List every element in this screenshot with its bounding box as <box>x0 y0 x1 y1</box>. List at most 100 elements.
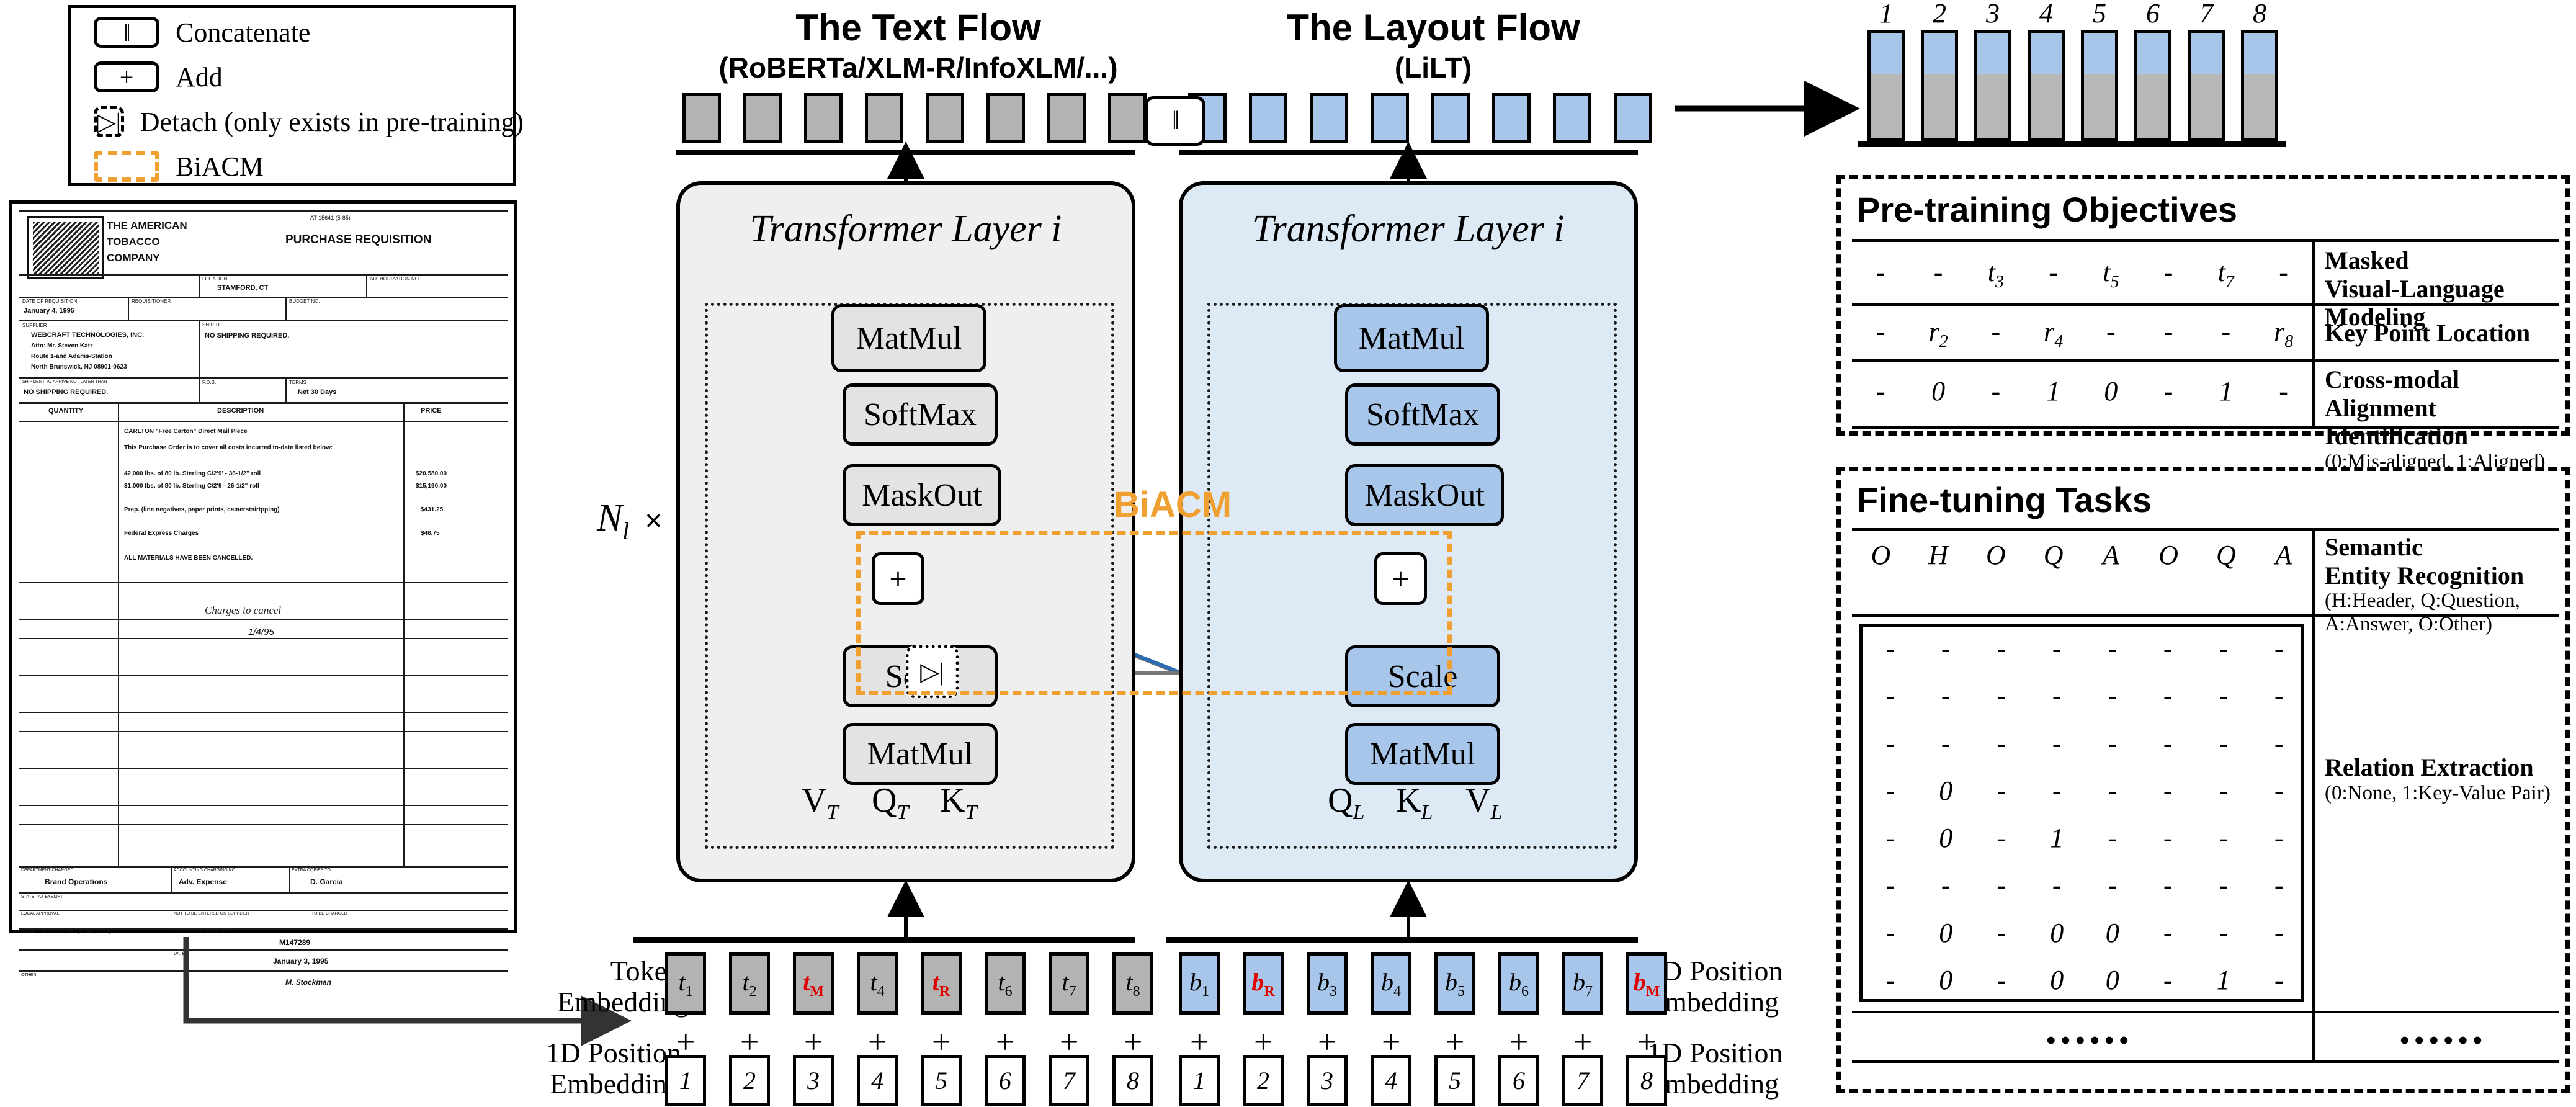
plus-symbol: + <box>1573 1023 1593 1060</box>
field-value-arrive: NO SHIPPING REQUIRED. <box>24 388 109 396</box>
text-output-token <box>682 93 721 143</box>
add-node-layout: + <box>1374 552 1427 605</box>
chart-bar-text-segment <box>2081 74 2118 141</box>
re-matrix-cell: - <box>1885 728 1895 759</box>
re-matrix-cell: 1 <box>2050 823 2064 854</box>
op-maskout-text: MaskOut <box>843 464 1001 526</box>
pretraining-cell-mvlm: - <box>2279 257 2288 287</box>
re-matrix-cell: - <box>1997 681 2006 712</box>
doc-code: AT 15641 (5-85) <box>310 215 351 221</box>
plus-symbol: + <box>932 1023 951 1060</box>
ser-cell: A <box>2102 540 2119 570</box>
field-value-terms: Net 30 Days <box>298 388 337 396</box>
pretraining-cell-kpl: r2 <box>1928 316 1948 351</box>
op-maskout-layout: MaskOut <box>1345 464 1504 526</box>
op-matmul-text-bottom: MatMul <box>843 723 998 785</box>
biacm-region <box>856 531 1452 695</box>
concatenate-icon: ‖ <box>1145 96 1205 146</box>
text-input-rule <box>633 937 1135 943</box>
re-matrix-cell: 0 <box>2050 964 2064 995</box>
re-matrix-cell: 0 <box>1939 964 1953 995</box>
layout-token-box: bM <box>1626 952 1667 1015</box>
plus-symbol: + <box>1446 1023 1465 1060</box>
company-name-line3: COMPANY <box>107 252 160 264</box>
re-matrix-cell: - <box>2108 823 2118 854</box>
layout-output-token <box>1249 93 1287 143</box>
text-output-token <box>743 93 782 143</box>
plus-symbol: + <box>1190 1023 1209 1060</box>
pretraining-cell-cmai: - <box>1991 376 2001 406</box>
re-matrix-cell: - <box>2163 634 2173 665</box>
footer-label-date2: DATE <box>174 952 186 956</box>
footer-label-other: OTHER <box>21 973 37 977</box>
text-token-box: t8 <box>1112 952 1153 1015</box>
re-matrix-cell: - <box>2219 681 2229 712</box>
footer-label-tobecharged: TO BE CHARGED <box>311 912 347 916</box>
legend-label-concatenate: Concatenate <box>176 17 311 48</box>
ellipsis-left: •••••• <box>2046 1023 2134 1057</box>
table-row-price: $431.25 <box>421 506 444 513</box>
field-label-shipto: SHIP TO <box>202 322 222 328</box>
transformer-layout-title: Transformer Layer i <box>1252 208 1565 250</box>
footer-label-copies: EXTRA COPIES TO: <box>292 868 332 872</box>
layout-position-box: 1 <box>1179 1055 1220 1106</box>
chart-bar-layout-segment <box>2081 30 2118 74</box>
re-matrix-cell: - <box>2274 681 2284 712</box>
pretraining-cell-kpl: - <box>2221 316 2231 347</box>
layout-output-token <box>1371 93 1409 143</box>
re-matrix-cell: - <box>1885 964 1895 995</box>
legend-label-add: Add <box>176 61 223 92</box>
legend-item-add: + Add <box>94 56 513 97</box>
re-matrix-cell: - <box>2052 775 2062 806</box>
chart-bar-text-segment <box>2134 74 2171 141</box>
field-label-date: DATE OF REQUISITION <box>22 298 78 304</box>
text-output-token <box>804 93 843 143</box>
layout-flow-subtitle: (LiLT) <box>1394 52 1472 84</box>
concatenate-icon: ‖ <box>94 17 159 48</box>
ser-cell: Q <box>2043 540 2064 570</box>
pretraining-cell-cmai: - <box>2163 376 2173 406</box>
field-label-auth: AUTHORIZATION NO. <box>370 276 421 282</box>
qkv-label-qt: QT <box>872 781 909 825</box>
text-position-box: 1 <box>665 1055 706 1106</box>
re-matrix-cell: - <box>2052 728 2062 759</box>
supplier-attn: Attn: Mr. Steven Katz <box>31 343 94 349</box>
pretraining-cell-mvlm: - <box>1933 257 1943 287</box>
pretraining-cell-cmai: - <box>2279 376 2288 406</box>
re-matrix-cell: - <box>1997 964 2006 995</box>
layout-token-box: b3 <box>1307 952 1348 1015</box>
field-label-requisitioner: REQUISITIONER <box>132 298 171 304</box>
chart-bar-text-segment <box>2241 74 2278 141</box>
text-position-box: 5 <box>921 1055 962 1106</box>
chart-bar-label: 5 <box>2093 0 2106 29</box>
table-header-quantity: QUANTITY <box>48 407 84 415</box>
re-matrix-cell: - <box>1885 823 1895 854</box>
pretraining-name-kpl: Key Point Location <box>2325 319 2531 347</box>
re-matrix-cell: - <box>2219 823 2229 854</box>
company-name-line1: THE AMERICAN <box>107 220 187 231</box>
table-row: ALL MATERIALS HAVE BEEN CANCELLED. <box>124 555 253 562</box>
document-image: THE AMERICAN TOBACCO COMPANY AT 15641 (5… <box>9 200 517 987</box>
re-matrix-cell: - <box>2163 917 2173 948</box>
op-softmax-text: SoftMax <box>843 383 998 446</box>
op-scale-layout: Scale <box>1345 645 1500 707</box>
chart-bar-text-segment <box>1867 74 1905 141</box>
re-matrix-cell: - <box>1941 634 1951 665</box>
pretraining-cell-mvlm: t7 <box>2217 257 2234 292</box>
layout-output-token <box>1553 93 1591 143</box>
pretraining-cell-kpl: - <box>1876 316 1885 347</box>
layer-repeat-label: Nl × <box>597 497 663 545</box>
ellipsis-right: •••••• <box>2399 1023 2487 1057</box>
re-matrix-cell: - <box>2108 681 2118 712</box>
field-value-shipto: NO SHIPPING REQUIRED. <box>205 332 290 339</box>
ser-cell: A <box>2275 540 2292 570</box>
ser-cell: Q <box>2216 540 2236 570</box>
re-matrix-cell: - <box>2052 634 2062 665</box>
qkv-label-kt: KT <box>940 781 977 825</box>
table-row: 31,000 lbs. of 80 lb. Sterling C/2'9 - 2… <box>124 483 259 490</box>
